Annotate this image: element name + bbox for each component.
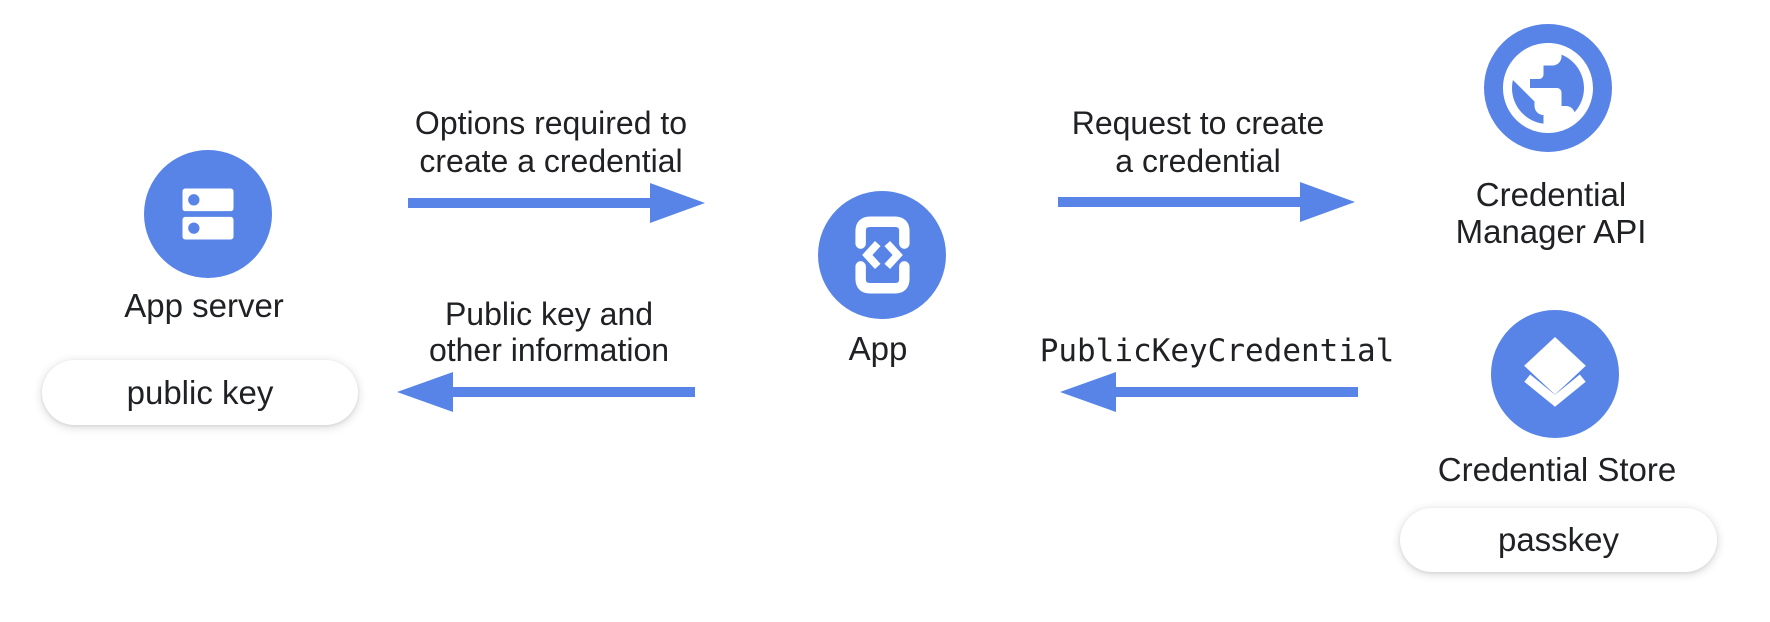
public-key-pill: public key: [42, 360, 358, 425]
left-arrow-icon: [397, 372, 695, 412]
app-label: App: [848, 330, 908, 367]
passkey-pill: passkey: [1400, 508, 1717, 572]
flow-request-to-create-label: Request to create a credential: [1072, 104, 1325, 180]
app-badge: [818, 191, 946, 319]
app-server-label: App server: [124, 287, 284, 324]
flow-label-line: a credential: [1115, 143, 1281, 179]
app-server-badge: [144, 150, 272, 278]
node-label-line: Credential: [1475, 176, 1627, 213]
right-arrow-icon: [1058, 182, 1355, 222]
node-label-line: Manager API: [1455, 213, 1647, 250]
right-arrow-icon: [408, 183, 705, 223]
public-key-pill-label: public key: [126, 373, 274, 411]
flow-options-to-create-label: Options required to create a credential: [415, 104, 687, 180]
globe-icon: [1503, 43, 1593, 133]
passkey-pill-label: passkey: [1497, 521, 1620, 558]
flow-label-line: Public key and: [444, 296, 654, 332]
layers-icon: [1524, 337, 1586, 407]
flow-label-line: other information: [428, 332, 670, 368]
flow-public-key-info-label: Public key and other information: [429, 296, 669, 368]
flow-label-line: Request to create: [1071, 105, 1325, 141]
left-arrow-icon: [1060, 372, 1358, 412]
server-icon: [182, 188, 234, 240]
flow-public-key-credential-label: PublicKeyCredential: [1039, 333, 1395, 369]
phone-code-icon: [854, 216, 910, 294]
credential-store-badge: [1491, 310, 1619, 438]
credential-manager-api-badge: [1484, 24, 1612, 152]
flow-label-line: create a credential: [419, 143, 683, 179]
flow-label-line: Options required to: [414, 105, 688, 141]
credential-manager-api-label: Credential Manager API: [1456, 176, 1647, 250]
credential-store-label: Credential Store: [1437, 451, 1677, 488]
